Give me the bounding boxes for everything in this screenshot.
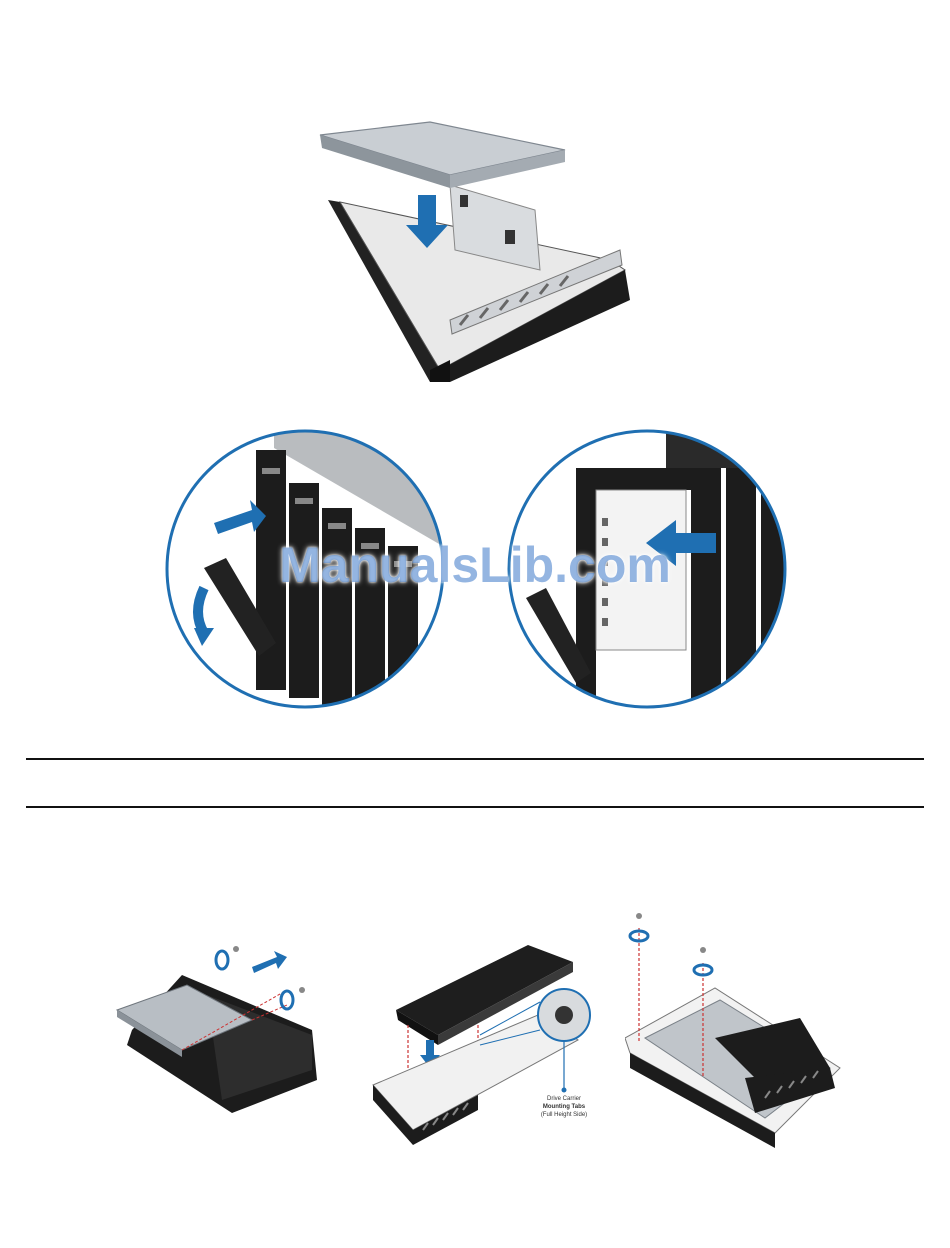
drive-insertion-illustration: [300, 120, 650, 390]
carrier-screw-install-illustration: [625, 908, 855, 1156]
adapter-install-illustration: [112, 935, 324, 1115]
watermark-text: ManualsLib.com: [0, 536, 950, 594]
mounting-tabs-label-line1: Drive Carrier: [547, 1096, 581, 1102]
carrier-mounting-tabs-illustration: Drive Carrier Mounting Tabs (Full Height…: [368, 940, 594, 1155]
mounting-tabs-label-line2: Mounting Tabs: [543, 1104, 586, 1110]
divider-top: [26, 758, 924, 760]
mounting-tabs-label-line3: (Full Height Side): [541, 1112, 587, 1118]
divider-bottom: [26, 806, 924, 808]
